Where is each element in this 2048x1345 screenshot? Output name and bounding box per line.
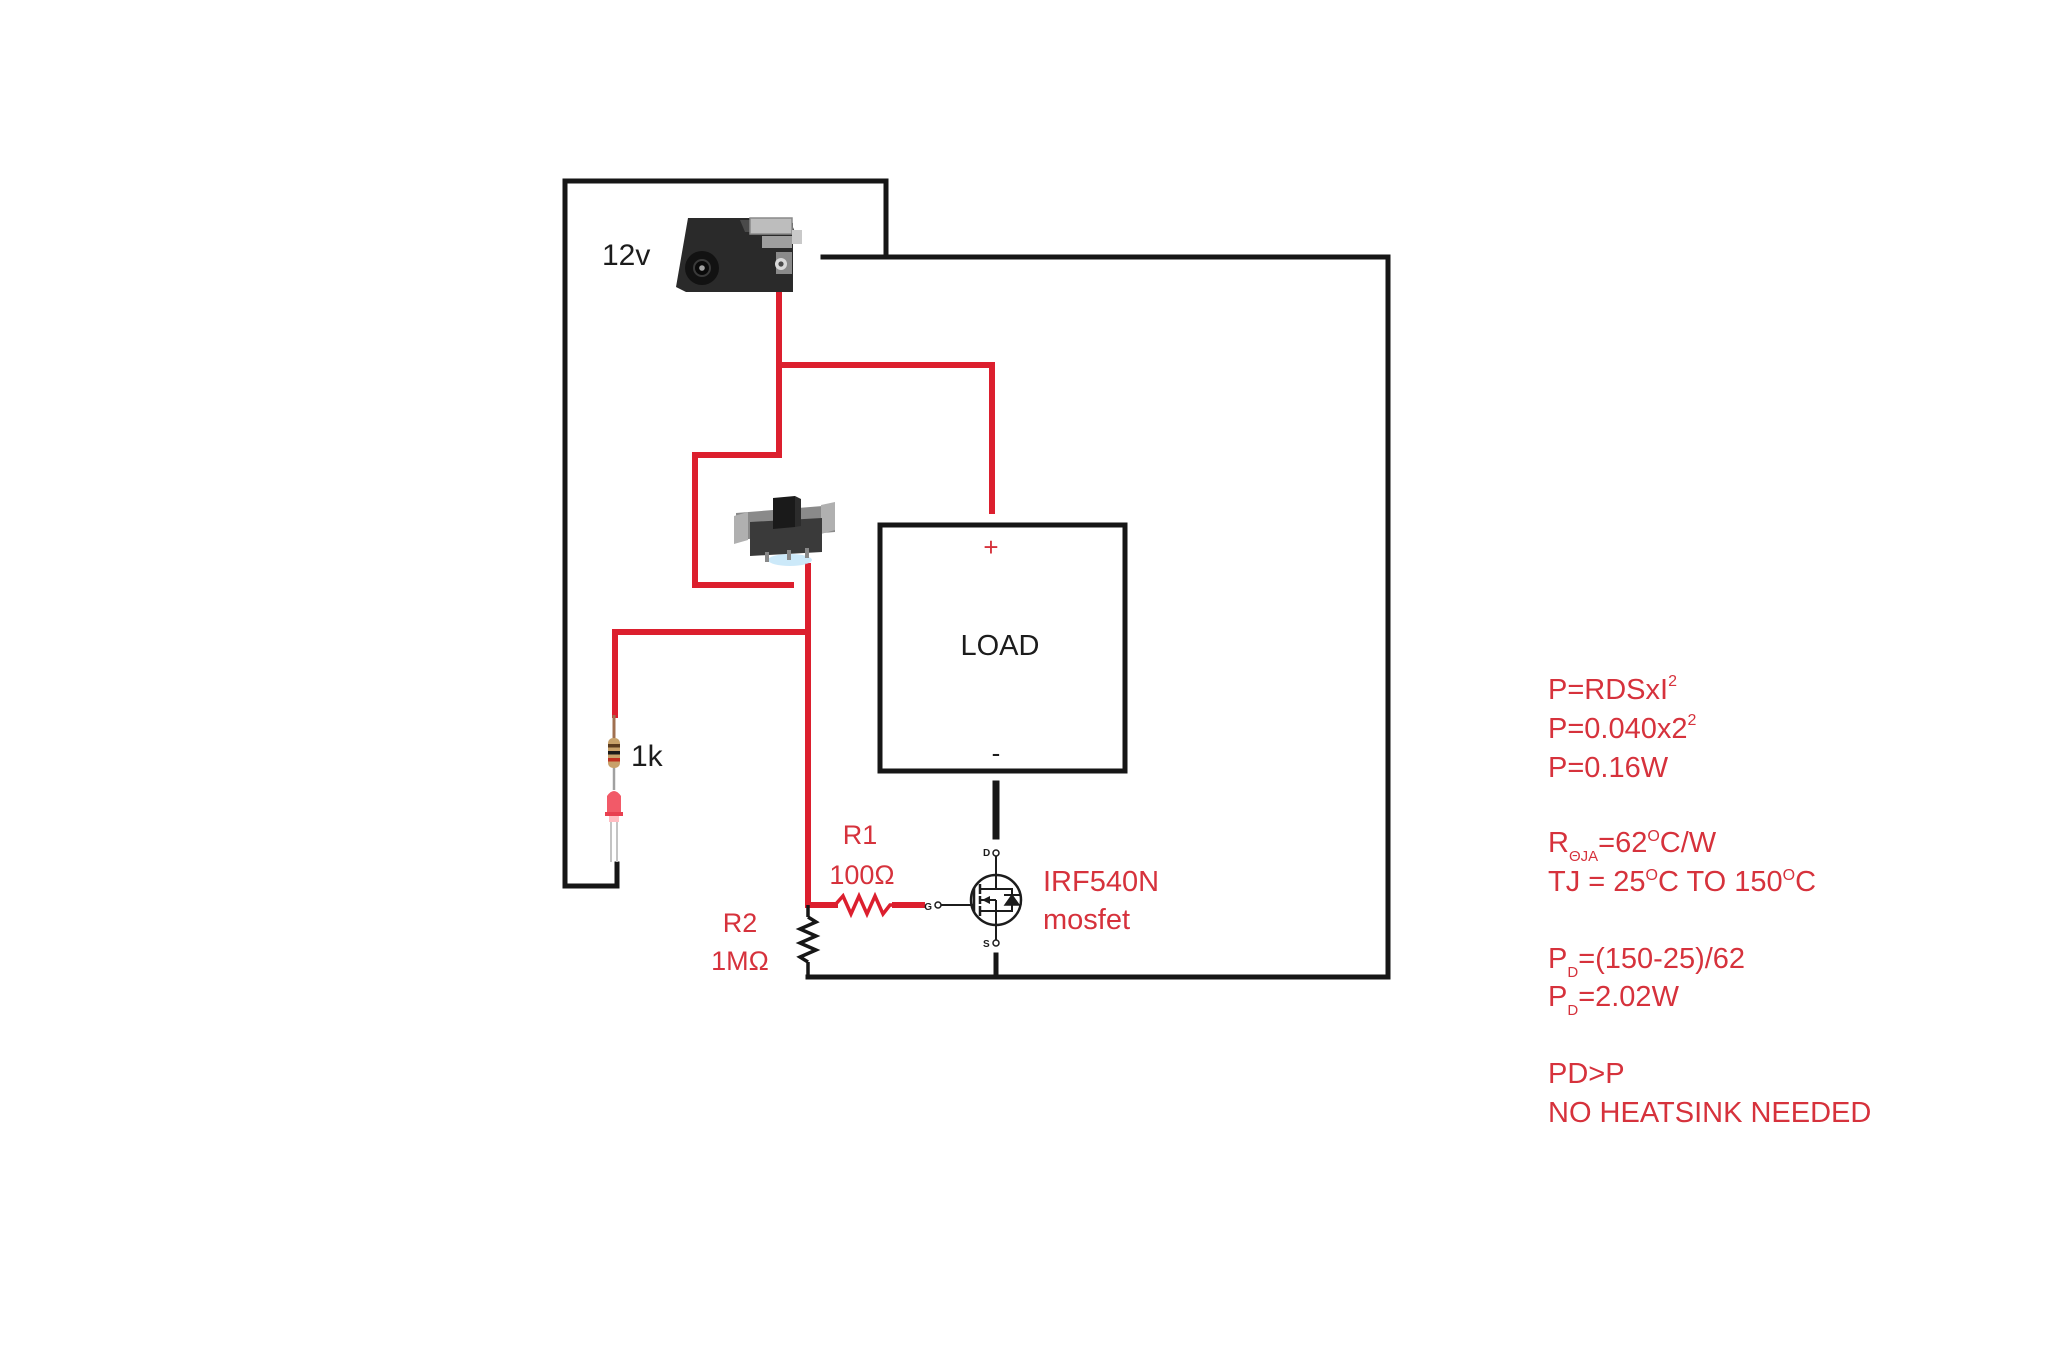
- load-plus-label: +: [983, 532, 998, 562]
- load-minus-label: -: [992, 738, 1001, 768]
- r2-resistor: [795, 905, 821, 977]
- mosfet-pin-source-dot: [992, 939, 1000, 947]
- calc-comparison: PD>P: [1548, 1058, 1625, 1090]
- wire-left-loop: [562, 178, 889, 889]
- wire-to-switch-input: [692, 452, 794, 588]
- led-resistor-label: 1k: [631, 740, 664, 773]
- calc-thermal-resistance: RΘJA=62OC/W: [1548, 827, 1717, 865]
- calc-pd-formula: PD=(150-25)/62: [1548, 943, 1745, 981]
- wire-jack-negative: [820, 254, 1391, 980]
- calc-conclusion: NO HEATSINK NEEDED: [1548, 1097, 1871, 1129]
- mosfet-pin-drain-dot: [992, 849, 1000, 857]
- mosfet-type-label: mosfet: [1043, 904, 1130, 936]
- wire-led-ground: [562, 861, 620, 889]
- mosfet-part-label: IRF540N: [1043, 866, 1159, 898]
- r2-value-label: 1MΩ: [711, 946, 769, 976]
- supply-label: 12v: [602, 239, 650, 272]
- calc-power-values: P=0.040x22: [1548, 712, 1696, 745]
- mosfet-symbol: [941, 856, 1023, 940]
- r1-resistor: [833, 891, 895, 919]
- wire-to-led-branch: [612, 629, 811, 718]
- mosfet-pin-gate-dot: [934, 901, 942, 909]
- dc-jack: [676, 217, 802, 292]
- mosfet-pin-g-label: G: [924, 902, 932, 913]
- slide-switch: [734, 496, 835, 566]
- load-label: LOAD: [961, 630, 1040, 662]
- ground-wires: [562, 178, 1391, 980]
- mosfet-pin-s-label: S: [983, 939, 990, 950]
- r2-zigzag: [795, 915, 821, 964]
- wire-r2-ground: [805, 952, 999, 980]
- led: [605, 791, 623, 862]
- positive-wires: [612, 282, 995, 908]
- calc-power-formula: P=RDSxI2: [1548, 673, 1677, 706]
- r1-value-label: 100Ω: [829, 860, 894, 890]
- calc-pd-result: PD=2.02W: [1548, 981, 1680, 1019]
- calc-power-result: P=0.16W: [1548, 752, 1669, 784]
- r1-name-label: R1: [843, 820, 878, 850]
- led-resistor: [608, 715, 620, 790]
- r2-name-label: R2: [723, 908, 758, 938]
- calculations-block: P=RDSxI2 P=0.040x22 P=0.16W RΘJA=62OC/W …: [1548, 673, 1871, 1129]
- mosfet-pin-d-label: D: [983, 848, 990, 859]
- calc-junction-temp: TJ = 25OC TO 150OC: [1548, 866, 1816, 898]
- wire-to-load-positive: [776, 362, 995, 514]
- load-box: [877, 522, 1128, 774]
